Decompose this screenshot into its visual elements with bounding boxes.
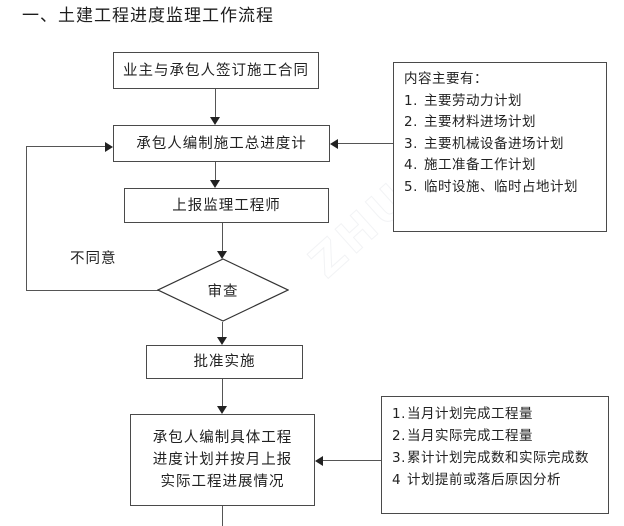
list-item-text: 当月实际完成工程量 — [407, 428, 533, 444]
note-plan-contents-header: 内容主要有： — [404, 71, 488, 87]
list-item-text: 主要劳动力计划 — [424, 92, 522, 109]
list-item-number: 3. — [392, 450, 406, 466]
arrowhead-contract-to-masterplan — [210, 117, 220, 125]
list-item: 5. 临时设施、临时占地计划 — [404, 177, 598, 199]
feedback-line-horizontal-top — [26, 146, 105, 147]
list-item-text: 主要机械设备进场计划 — [424, 135, 564, 152]
node-master-plan: 承包人编制施工总进度计 — [113, 125, 330, 162]
node-monthly-plan-line-3: 实际工程进展情况 — [160, 474, 285, 490]
node-monthly-plan-line-2: 进度计划并按月上报 — [152, 452, 293, 468]
list-item-number: 1. — [392, 406, 406, 422]
connector-contract-to-masterplan — [215, 89, 216, 118]
connector-monthly-to-next — [222, 506, 223, 526]
connector-masterplan-to-report — [215, 162, 216, 180]
arrowhead-report-to-review — [217, 251, 227, 259]
note-plan-contents-list: 1. 主要劳动力计划 2. 主要材料进场计划 3. 主要机械设备进场计划 4. … — [404, 91, 598, 199]
list-item: 1. 主要劳动力计划 — [404, 91, 598, 113]
list-item-number: 4 — [392, 472, 402, 488]
list-item: 3. 主要机械设备进场计划 — [404, 134, 598, 156]
node-report: 上报监理工程师 — [124, 188, 329, 223]
list-item-text: 临时设施、临时占地计划 — [424, 178, 578, 195]
list-item-text: 累计计划完成数和实际完成数 — [407, 450, 589, 466]
arrowhead-note-plan-to-masterplan — [330, 139, 338, 149]
connector-approve-to-monthly — [222, 379, 223, 407]
list-item-number: 1. — [404, 92, 418, 109]
connector-note-monthly-to-node — [323, 460, 381, 461]
arrowhead-feedback-into-masterplan — [105, 142, 113, 152]
connector-review-to-approve — [222, 322, 223, 338]
arrowhead-masterplan-to-report — [210, 180, 220, 188]
list-item-text: 计划提前或落后原因分析 — [407, 472, 561, 488]
arrowhead-review-to-approve — [217, 337, 227, 345]
connector-note-plan-to-masterplan — [338, 143, 393, 144]
list-item-text: 施工准备工作计划 — [424, 157, 536, 173]
note-monthly-contents-list: 1. 当月计划完成工程量 2. 当月实际完成工程量 3. 累计计划完成数和实际完… — [392, 403, 600, 491]
list-item-text: 当月计划完成工程量 — [407, 406, 533, 422]
note-monthly-contents: 1. 当月计划完成工程量 2. 当月实际完成工程量 3. 累计计划完成数和实际完… — [381, 396, 609, 514]
list-item: 2. 主要材料进场计划 — [404, 112, 598, 134]
page-title: 一、土建工程进度监理工作流程 — [22, 6, 274, 26]
node-review-label: 审查 — [207, 283, 239, 300]
list-item: 1. 当月计划完成工程量 — [392, 403, 600, 425]
connector-report-to-review — [222, 223, 223, 253]
list-item-text: 主要材料进场计划 — [424, 114, 536, 130]
node-master-plan-label: 承包人编制施工总进度计 — [136, 135, 307, 152]
list-item: 4 计划提前或落后原因分析 — [392, 469, 600, 491]
list-item-number: 2. — [404, 114, 418, 130]
list-item-number: 3. — [404, 135, 418, 152]
node-monthly-plan-line-1: 承包人编制具体工程 — [152, 430, 293, 446]
node-monthly-plan: 承包人编制具体工程 进度计划并按月上报 实际工程进展情况 — [130, 414, 315, 506]
node-contract: 业主与承包人签订施工合同 — [113, 52, 319, 89]
node-approve: 批准实施 — [146, 345, 303, 379]
feedback-line-horizontal-bottom — [26, 290, 159, 291]
node-review-decision: 审查 — [157, 258, 289, 322]
node-approve-label: 批准实施 — [193, 354, 256, 370]
list-item: 3. 累计计划完成数和实际完成数 — [392, 447, 600, 469]
arrowhead-approve-to-monthly — [217, 406, 227, 414]
list-item: 4. 施工准备工作计划 — [404, 155, 598, 177]
diamond-shape — [157, 258, 289, 322]
list-item-number: 5. — [404, 178, 418, 195]
list-item-number: 4. — [404, 157, 418, 173]
arrowhead-note-monthly-to-node — [315, 456, 323, 466]
node-contract-label: 业主与承包人签订施工合同 — [123, 62, 309, 79]
feedback-line-vertical — [26, 146, 27, 291]
node-report-label: 上报监理工程师 — [172, 197, 281, 214]
list-item: 2. 当月实际完成工程量 — [392, 425, 600, 447]
list-item-number: 2. — [392, 428, 406, 444]
note-plan-contents: 内容主要有： 1. 主要劳动力计划 2. 主要材料进场计划 3. 主要机械设备进… — [393, 62, 607, 232]
edge-label-reject: 不同意 — [70, 251, 117, 267]
